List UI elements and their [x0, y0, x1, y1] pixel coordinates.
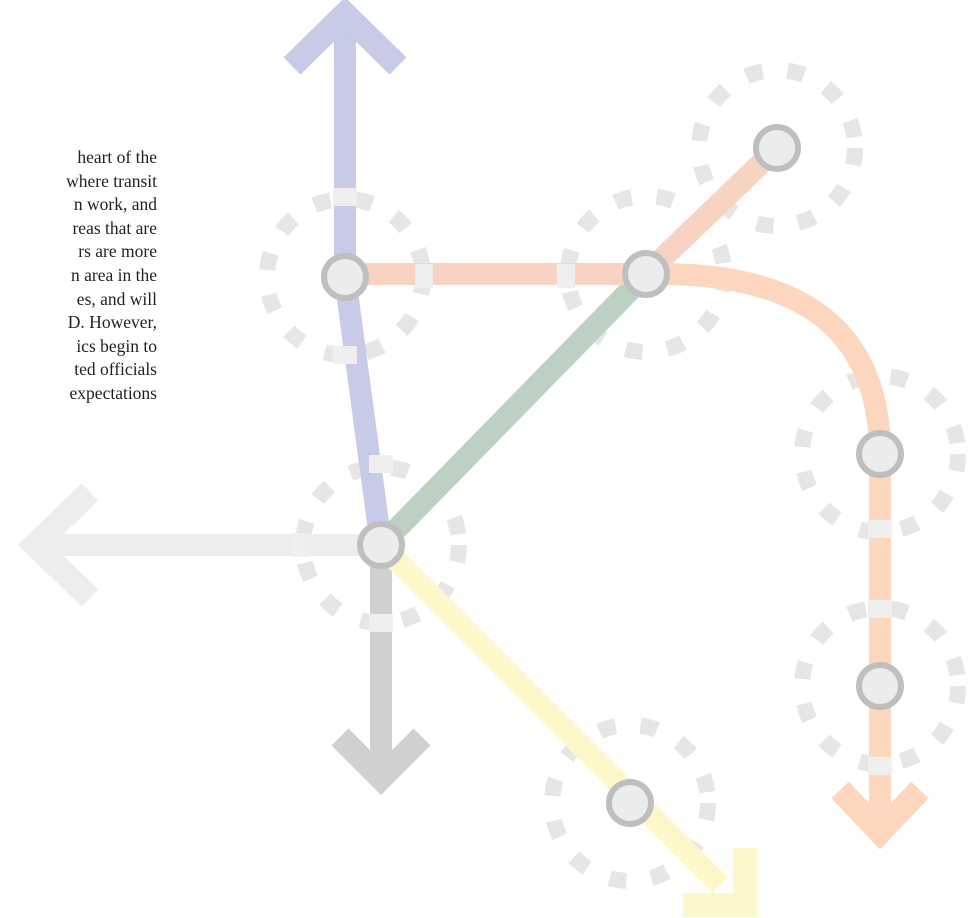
- separator: [868, 757, 892, 775]
- route-southeast-line: [373, 537, 728, 893]
- text-line: reas that are: [72, 217, 157, 238]
- text-line: n work, and: [73, 194, 157, 215]
- separator: [557, 264, 575, 288]
- halo-right-upper: [794, 368, 966, 540]
- text-line: heart of the: [77, 147, 157, 167]
- body-text-fragment: heart of the where transit n work, and r…: [0, 146, 157, 406]
- separator: [292, 533, 310, 557]
- route-diagonal-line: [373, 266, 654, 553]
- arrow-south: [331, 728, 431, 795]
- station-bottom: [606, 779, 654, 827]
- station-top-left: [321, 253, 369, 301]
- text-line: es, and will: [76, 288, 157, 309]
- separator: [868, 600, 892, 618]
- route-curve-line: [646, 263, 891, 820]
- separator: [369, 455, 393, 473]
- separator: [868, 520, 892, 538]
- halo-top-right: [691, 62, 863, 234]
- stations: [321, 124, 904, 827]
- station-top-right: [753, 124, 801, 172]
- station-right-upper: [856, 430, 904, 478]
- text-line: n area in the: [71, 264, 157, 285]
- text-line: where transit: [66, 170, 157, 191]
- station-top-center: [622, 250, 670, 298]
- halo-right-lower: [794, 600, 966, 772]
- arrow-southeast: [683, 848, 757, 917]
- halo-hub: [295, 459, 467, 631]
- route-cross-line: [345, 140, 785, 285]
- arrow-west: [17, 483, 99, 607]
- halo-bottom: [544, 717, 716, 889]
- text-line: expectations: [69, 382, 157, 403]
- text-line: ted officials: [74, 359, 157, 380]
- separator: [369, 614, 393, 632]
- separator: [333, 346, 357, 364]
- station-hub: [357, 521, 405, 569]
- route-separators: [292, 188, 892, 775]
- separator: [333, 188, 357, 206]
- station-right-lower: [856, 662, 904, 710]
- arrow-north: [283, 0, 407, 75]
- text-line: D. However,: [67, 312, 157, 333]
- arrow-curve-end: [831, 781, 929, 850]
- separator: [415, 264, 433, 288]
- text-line: ics begin to: [76, 335, 157, 356]
- text-line: rs are more: [78, 241, 157, 262]
